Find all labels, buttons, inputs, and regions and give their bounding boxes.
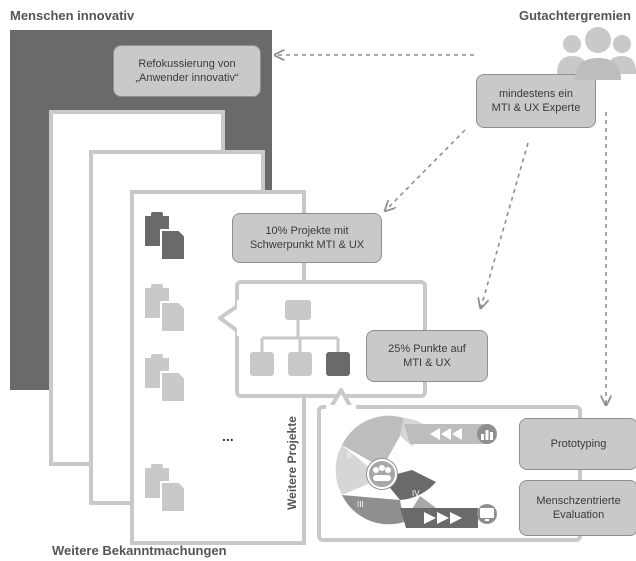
cycle-segment-label: II xyxy=(347,451,351,460)
callout-pointer-left xyxy=(218,303,241,334)
cycle-diagram xyxy=(335,415,490,528)
document-icon xyxy=(145,354,186,403)
document-icon xyxy=(145,464,186,513)
document-icon xyxy=(145,284,186,333)
hierarchy-icon xyxy=(250,300,350,376)
cycle-segment-label: III xyxy=(357,500,364,509)
cycle-segment-label: IV xyxy=(412,489,420,498)
box-projekte: 10% Projekte mit Schwerpunkt MTI & UX xyxy=(232,213,382,263)
people-icon xyxy=(557,27,636,80)
monitor-icon xyxy=(477,504,497,524)
arrow-to-projekte xyxy=(386,129,466,210)
box-prototyping: Prototyping xyxy=(519,418,636,470)
cycle-segment-label: I xyxy=(400,435,402,444)
ellipsis: ... xyxy=(222,428,234,444)
box-refokussierung: Refokussierung von „Anwender innovativ“ xyxy=(113,45,261,97)
fast-forward-icon xyxy=(424,512,462,524)
title-weitere-bekanntmachungen: Weitere Bekanntmachungen xyxy=(52,543,227,558)
arrow-to-punkte xyxy=(481,142,529,307)
box-mti-ux-experte: mindestens ein MTI & UX Experte xyxy=(476,74,596,128)
rewind-icon xyxy=(430,428,462,440)
box-punkte: 25% Punkte auf MTI & UX xyxy=(366,330,488,382)
title-gutachtergremien: Gutachtergremien xyxy=(519,8,631,23)
document-icon xyxy=(145,212,186,261)
box-evaluation: Menschzentrierte Evaluation xyxy=(519,480,636,536)
title-menschen-innovativ: Menschen innovativ xyxy=(10,8,135,23)
chart-icon xyxy=(477,424,497,444)
